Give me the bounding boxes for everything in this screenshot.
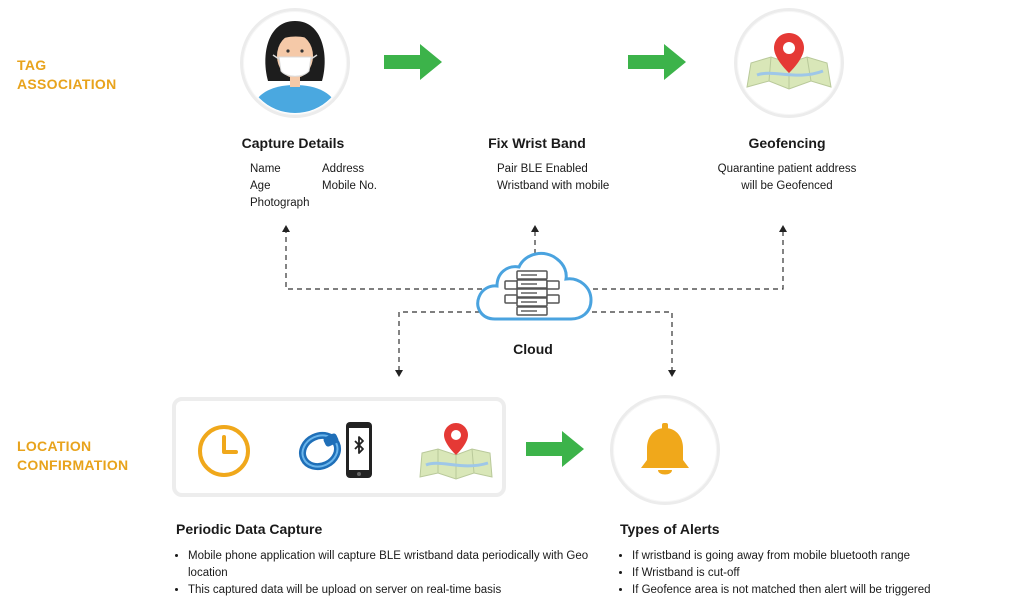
list-item: If wristband is going away from mobile b…	[632, 548, 1022, 565]
periodic-capture-panel	[172, 397, 506, 497]
connector-to-periodic	[398, 311, 498, 370]
description-line: Quarantine patient address	[717, 163, 857, 175]
arrowhead	[282, 225, 290, 232]
flow-arrow	[628, 44, 686, 80]
cloud-server-icon	[473, 243, 597, 330]
field-mobile: Mobile No.	[322, 180, 377, 192]
map-pin-icon	[746, 33, 832, 90]
alerts-title: Types of Alerts	[620, 521, 720, 537]
arrowhead	[668, 370, 676, 377]
section-label-line: TAG	[17, 57, 47, 73]
capture-fields-right: Address Mobile No.	[322, 161, 377, 195]
alerts-circle	[610, 395, 720, 505]
capture-details-circle	[240, 8, 350, 118]
field-name: Name	[250, 163, 281, 175]
wristband-description: Pair BLE Enabled Wristband with mobile	[497, 161, 609, 195]
field-address: Address	[322, 163, 365, 175]
section-label-line: ASSOCIATION	[17, 76, 117, 92]
geofencing-circle	[734, 8, 844, 118]
description-line: Pair BLE Enabled	[497, 163, 588, 175]
wristband-icon	[298, 431, 342, 471]
section-label-tag-association: TAG ASSOCIATION	[17, 56, 117, 94]
cloud-label: Cloud	[513, 341, 553, 357]
section-label-line: CONFIRMATION	[17, 457, 129, 473]
arrowhead	[395, 370, 403, 377]
map-pin-icon	[419, 423, 493, 480]
description-line: will be Geofenced	[741, 180, 833, 192]
list-item: If Wristband is cut-off	[632, 565, 1022, 582]
list-item: If Geofence area is not matched then ale…	[632, 582, 1022, 599]
bell-icon	[641, 423, 689, 475]
periodic-capture-title: Periodic Data Capture	[176, 521, 323, 537]
list-item: This captured data will be upload on ser…	[188, 582, 618, 599]
flow-arrow	[384, 44, 442, 80]
flow-arrow	[526, 431, 584, 467]
geofencing-description: Quarantine patient address will be Geofe…	[697, 161, 877, 195]
connector-to-alerts	[583, 311, 673, 370]
section-label-line: LOCATION	[17, 438, 92, 454]
person-with-mask-icon	[251, 21, 339, 113]
section-label-location-confirmation: LOCATION CONFIRMATION	[17, 437, 128, 475]
field-age: Age	[250, 180, 271, 192]
capture-fields-left: Name Age Photograph	[250, 161, 309, 212]
list-item: Mobile phone application will capture BL…	[188, 548, 618, 582]
description-line: Wristband with mobile	[497, 180, 610, 192]
bluetooth-phone-icon	[346, 422, 372, 478]
capture-details-title: Capture Details	[241, 135, 345, 151]
connector-to-geofencing	[593, 232, 784, 290]
periodic-capture-list: Mobile phone application will capture BL…	[176, 548, 618, 599]
arrowhead	[779, 225, 787, 232]
fix-wrist-band-title: Fix Wrist Band	[488, 135, 586, 151]
clock-icon	[198, 425, 250, 477]
alerts-list: If wristband is going away from mobile b…	[620, 548, 1022, 599]
geofencing-title: Geofencing	[748, 135, 826, 151]
connector-to-capture	[285, 232, 482, 290]
arrowhead	[531, 225, 539, 232]
field-photograph: Photograph	[250, 197, 310, 209]
